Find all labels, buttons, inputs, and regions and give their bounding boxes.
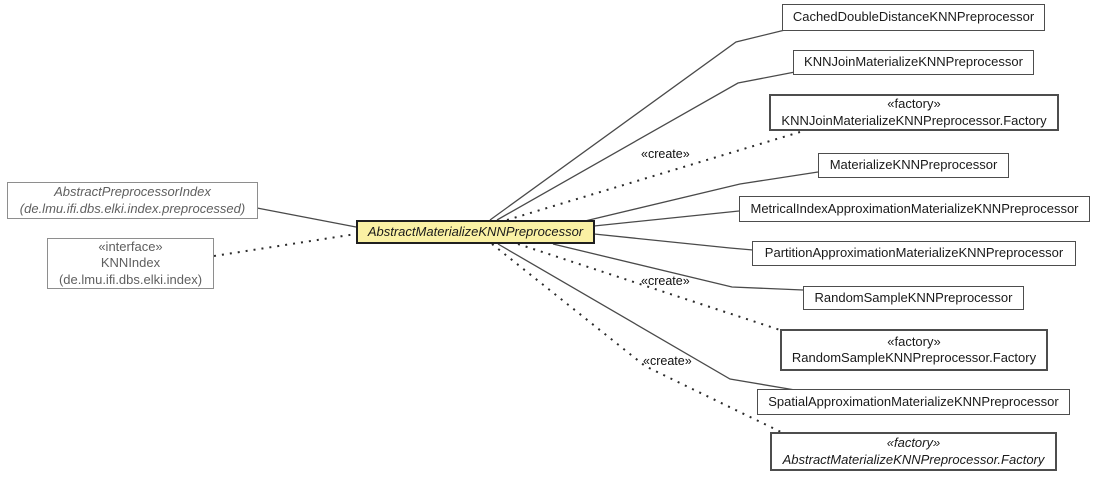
edge-create-abstract-materialize-factory xyxy=(491,243,782,433)
edge-subclass-knn-join-materialize xyxy=(496,71,796,221)
class-name: CachedDoubleDistanceKNNPreprocessor xyxy=(792,9,1035,25)
class-name: RandomSampleKNNPreprocessor.Factory xyxy=(791,350,1037,365)
node-materialize-knn-preprocessor[interactable]: MaterializeKNNPreprocessor xyxy=(818,153,1009,178)
node-knn-join-materialize-knn-preprocessor[interactable]: KNNJoinMaterializeKNNPreprocessor xyxy=(793,50,1034,75)
class-package: (de.lmu.ifi.dbs.elki.index) xyxy=(58,271,203,287)
node-knn-join-materialize-knn-preprocessor-factory[interactable]: «factory» KNNJoinMaterializeKNNPreproces… xyxy=(769,94,1059,131)
edge-subclass-spatial-approximation xyxy=(497,243,796,391)
class-name: KNNJoinMaterializeKNNPreprocessor xyxy=(804,54,1023,70)
edge-subclass-materialize xyxy=(584,171,819,222)
edge-subclass-partition-approximation xyxy=(593,233,754,251)
class-stereotype: «factory» xyxy=(886,435,941,450)
edge-create-knn-join-factory xyxy=(506,131,801,221)
class-stereotype: «factory» xyxy=(887,96,941,111)
edge-create-random-sample-factory xyxy=(517,243,781,331)
class-name: PartitionApproximationMaterializeKNNPrep… xyxy=(764,245,1064,261)
node-partition-approximation-materialize-knn-preprocessor[interactable]: PartitionApproximationMaterializeKNNPrep… xyxy=(752,241,1076,266)
node-random-sample-knn-preprocessor-factory[interactable]: «factory» RandomSampleKNNPreprocessor.Fa… xyxy=(780,329,1048,371)
edge-subclass-random-sample xyxy=(552,243,804,291)
class-name: AbstractPreprocessorIndex xyxy=(54,184,211,199)
node-abstract-materialize-knn-preprocessor[interactable]: AbstractMaterializeKNNPreprocessor xyxy=(356,220,595,244)
class-stereotype: «interface» xyxy=(98,238,163,254)
class-stereotype: «factory» xyxy=(887,333,941,349)
node-abstract-preprocessor-index[interactable]: AbstractPreprocessorIndex (de.lmu.ifi.db… xyxy=(7,182,258,219)
edge-subclass-cached-double-distance xyxy=(489,29,786,221)
class-name: RandomSampleKNNPreprocessor xyxy=(814,289,1013,305)
create-label: «create» xyxy=(641,147,690,161)
class-name: SpatialApproximationMaterializeKNNPrepro… xyxy=(768,393,1059,409)
class-name: MetricalIndexApproximationMaterializeKNN… xyxy=(750,200,1079,216)
create-label: «create» xyxy=(643,354,692,368)
class-package: (de.lmu.ifi.dbs.elki.index.preprocessed) xyxy=(19,200,246,216)
edge-subclass-metrical-index-approximation xyxy=(593,210,740,227)
create-label: «create» xyxy=(641,274,690,288)
node-abstract-materialize-knn-preprocessor-factory[interactable]: «factory» AbstractMaterializeKNNPreproce… xyxy=(770,432,1057,471)
class-name: AbstractMaterializeKNNPreprocessor xyxy=(367,223,584,239)
class-name: MaterializeKNNPreprocessor xyxy=(829,157,998,173)
class-name: KNNJoinMaterializeKNNPreprocessor.Factor… xyxy=(781,112,1047,128)
node-knn-index[interactable]: «interface» KNNIndex (de.lmu.ifi.dbs.elk… xyxy=(47,238,214,289)
edge-implements-knn-index xyxy=(213,233,357,257)
node-cached-double-distance-knn-preprocessor[interactable]: CachedDoubleDistanceKNNPreprocessor xyxy=(782,4,1045,31)
node-random-sample-knn-preprocessor[interactable]: RandomSampleKNNPreprocessor xyxy=(803,286,1024,310)
edge-extends-abstract-preprocessor-index xyxy=(256,207,357,228)
node-spatial-approximation-materialize-knn-preprocessor[interactable]: SpatialApproximationMaterializeKNNPrepro… xyxy=(757,389,1070,415)
node-metrical-index-approximation-materialize-knn-preprocessor[interactable]: MetricalIndexApproximationMaterializeKNN… xyxy=(739,196,1090,222)
class-name: KNNIndex xyxy=(100,255,161,271)
class-name: AbstractMaterializeKNNPreprocessor.Facto… xyxy=(782,451,1045,467)
